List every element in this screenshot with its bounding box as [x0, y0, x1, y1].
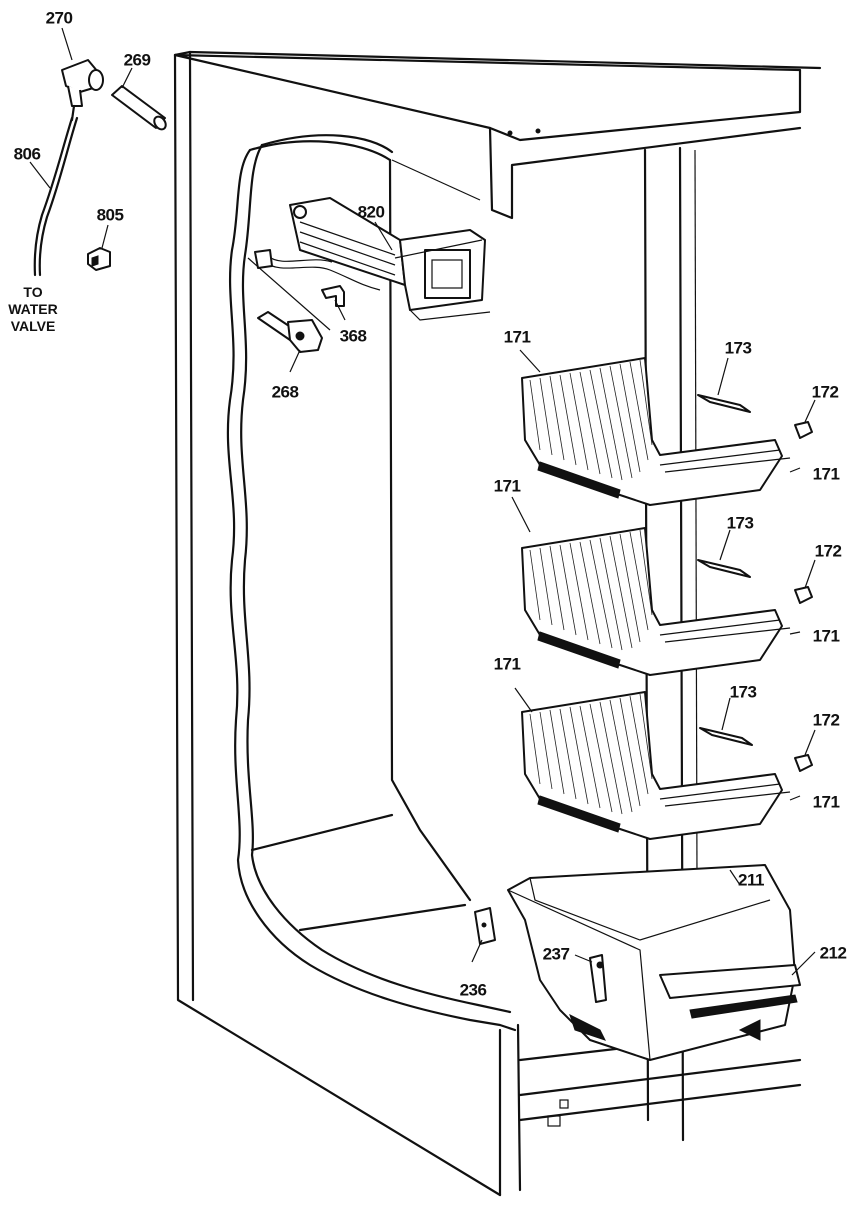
label-173-lower: 173 [729, 682, 757, 702]
shelf-basket-middle [521, 527, 791, 676]
label-212: 212 [819, 943, 847, 963]
label-173-middle: 173 [726, 513, 754, 533]
part-268-icon [257, 311, 323, 353]
label-270: 270 [45, 8, 73, 28]
leader-lines [29, 27, 816, 976]
label-237: 237 [542, 944, 570, 964]
shelf-support-icons [697, 394, 753, 746]
label-211: 211 [738, 870, 764, 890]
label-236: 236 [459, 980, 487, 1000]
note-line-3: VALVE [10, 318, 56, 334]
water-fitting-icon [61, 59, 104, 122]
clip-icon [87, 247, 111, 271]
note-line-1: TO [23, 284, 43, 300]
label-806: 806 [13, 144, 41, 164]
label-173-top: 173 [724, 338, 752, 358]
wire-harness [247, 249, 381, 331]
water-valve-note: TO WATER VALVE [8, 284, 58, 335]
label-368: 368 [339, 326, 367, 346]
bracket-icon [321, 285, 345, 307]
bin-icon [507, 864, 801, 1061]
clip-172-icons [794, 421, 813, 772]
label-171-top-right: 171 [812, 464, 840, 484]
note-line-2: WATER [8, 301, 58, 317]
icemaker-icon [289, 197, 491, 321]
shelf-basket-lower [521, 691, 791, 840]
label-171-lower: 171 [493, 654, 521, 674]
part-236-icon [474, 907, 496, 945]
water-line-806 [33, 116, 79, 277]
label-172-lower: 172 [812, 710, 840, 730]
part-237-icon [589, 954, 607, 1003]
label-268: 268 [271, 382, 299, 402]
label-820: 820 [357, 202, 385, 222]
inner-liner [226, 134, 517, 1032]
label-805: 805 [96, 205, 124, 225]
label-171-middle: 171 [493, 476, 521, 496]
label-171-top: 171 [503, 327, 531, 347]
label-171-middle-right: 171 [812, 626, 840, 646]
label-172-middle: 172 [814, 541, 842, 561]
tube-icon [111, 85, 167, 131]
label-172-top: 172 [811, 382, 839, 402]
shelf-basket-top [521, 357, 791, 506]
label-171-lower-right: 171 [812, 792, 840, 812]
label-269: 269 [123, 50, 151, 70]
